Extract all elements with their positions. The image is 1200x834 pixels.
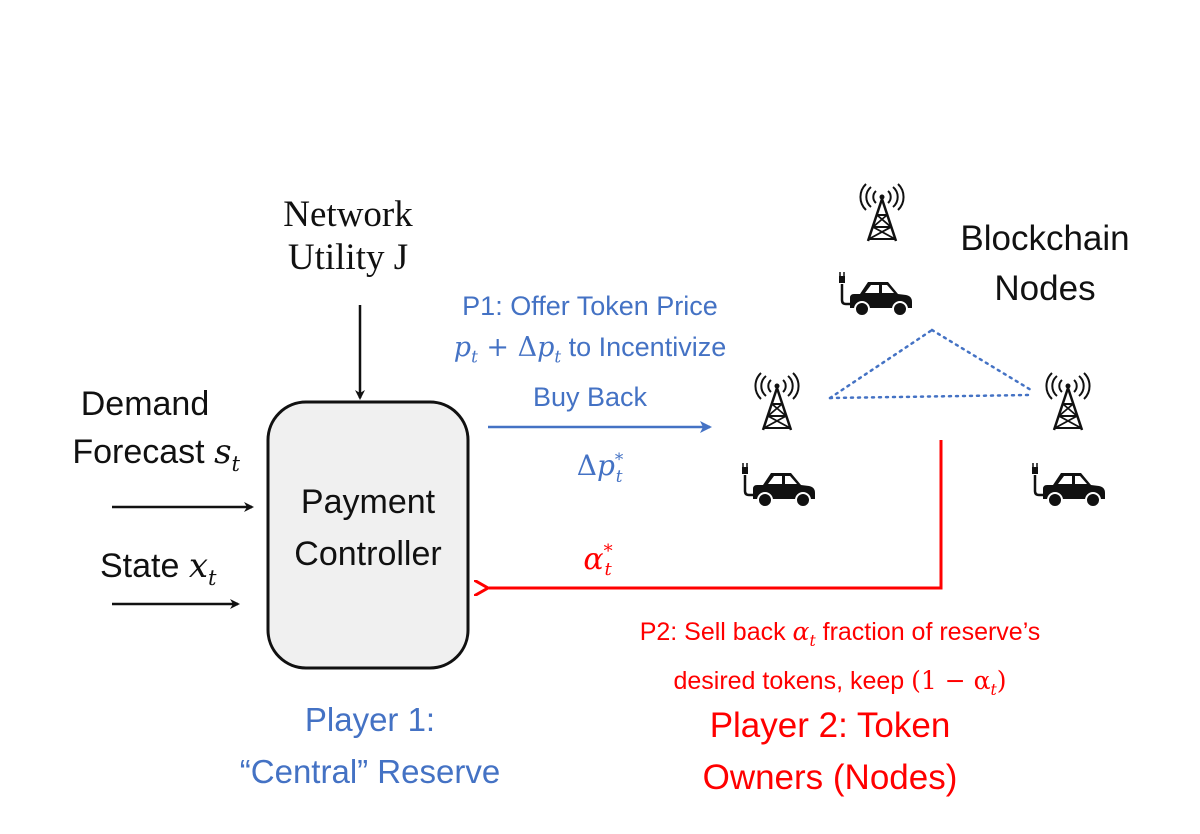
cell-tower-icon (1045, 371, 1091, 432)
state-label: State xt (100, 546, 217, 590)
payment-controller-box (266, 400, 470, 670)
alpha-star-label: α*t (583, 541, 613, 580)
ev-car-icon (837, 270, 914, 318)
p1-offer-label: P1: Offer Token Price pt + Δpt to Incent… (453, 291, 727, 413)
ev-car-icon (740, 461, 817, 509)
network-utility-label: Network Utility J (283, 194, 413, 278)
delta-p-star-label: Δp*t (576, 448, 624, 486)
ev-car-icon (1030, 461, 1107, 509)
node-network-links (828, 328, 1033, 400)
cell-tower-icon (859, 182, 905, 243)
player1-label: Player 1: “Central” Reserve (239, 701, 501, 790)
p2-fraction-arrow (486, 440, 943, 588)
blockchain-nodes-label: Blockchain Nodes (960, 219, 1130, 308)
p2-sell-back-label: P2: Sell back αt fraction of reserve’s d… (639, 617, 1041, 699)
demand-forecast-label: Demand Forecast st (72, 385, 240, 476)
payment-controller-label: Payment Controller (294, 483, 442, 573)
player2-label: Player 2: Token Owners (Nodes) (702, 706, 958, 797)
